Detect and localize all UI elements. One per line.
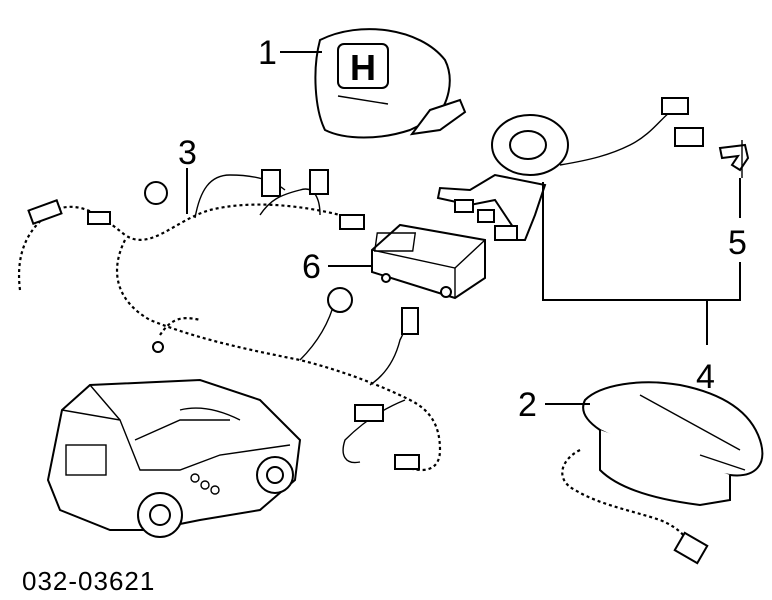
callout-2: 2 (518, 386, 537, 424)
callout-3: 3 (178, 134, 197, 172)
clip (718, 140, 750, 178)
diagram-part-number: 032-03621 (22, 566, 155, 596)
callout-5: 5 (728, 224, 747, 262)
callout-4: 4 (696, 358, 715, 396)
cable-reel (436, 97, 704, 241)
callout-6: 6 (302, 248, 321, 286)
srs-control-unit (371, 223, 486, 300)
passenger-airbag-module (561, 381, 764, 565)
honda-logo: H (350, 47, 376, 88)
driver-airbag-module: H (314, 28, 467, 139)
vehicle-illustration (46, 378, 302, 538)
callout-1: 1 (258, 34, 277, 72)
srs-wire-harness (17, 169, 442, 472)
bracket-4-5 (542, 182, 741, 301)
